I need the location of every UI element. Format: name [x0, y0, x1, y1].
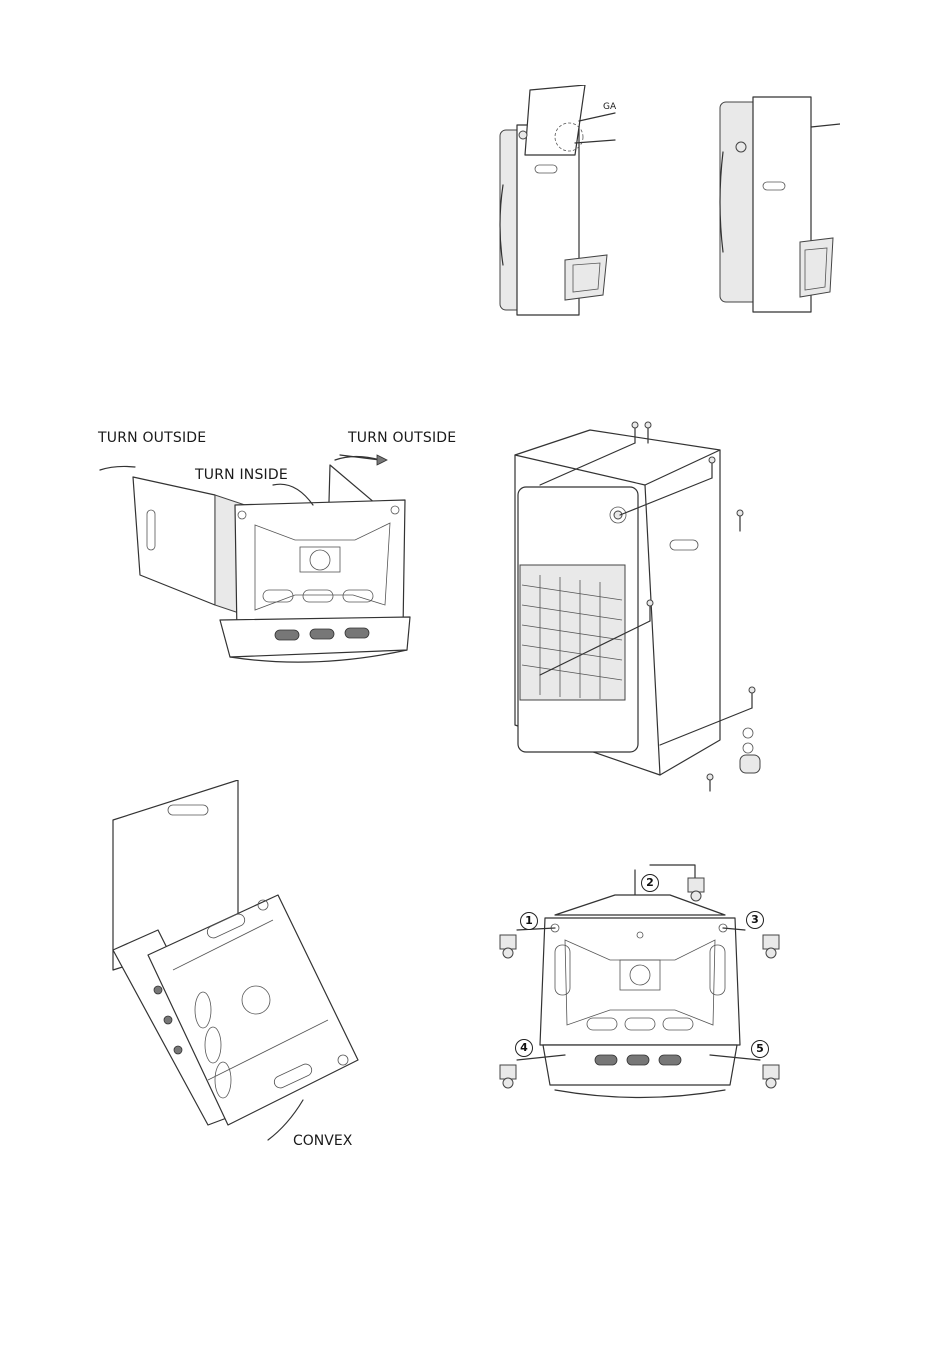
turn-outside-right-label: TURN OUTSIDE — [348, 431, 456, 445]
figure-heater-laid-down: CONVEX — [98, 780, 368, 1145]
caster-number-1: 1 — [520, 912, 538, 930]
turn-inside-label: TURN INSIDE — [195, 468, 288, 482]
figure-turn-panels: TURN OUTSIDE TURN OUTSIDE TURN INSIDE — [95, 425, 465, 670]
figure-caster-positions: 1 2 3 4 5 — [495, 860, 785, 1105]
figure-cover-closed — [715, 92, 840, 317]
figure-cover-lifted: GA — [495, 85, 620, 320]
caster-number-2: 2 — [641, 874, 659, 892]
turn-outside-left-label: TURN OUTSIDE — [98, 431, 206, 445]
caster-number-4: 4 — [515, 1039, 533, 1057]
caster-number-3: 3 — [746, 911, 764, 929]
figure-screw-assembly — [500, 415, 785, 795]
caster-number-5: 5 — [751, 1040, 769, 1058]
gas-label: GA — [603, 103, 616, 112]
convex-label: CONVEX — [293, 1134, 352, 1145]
